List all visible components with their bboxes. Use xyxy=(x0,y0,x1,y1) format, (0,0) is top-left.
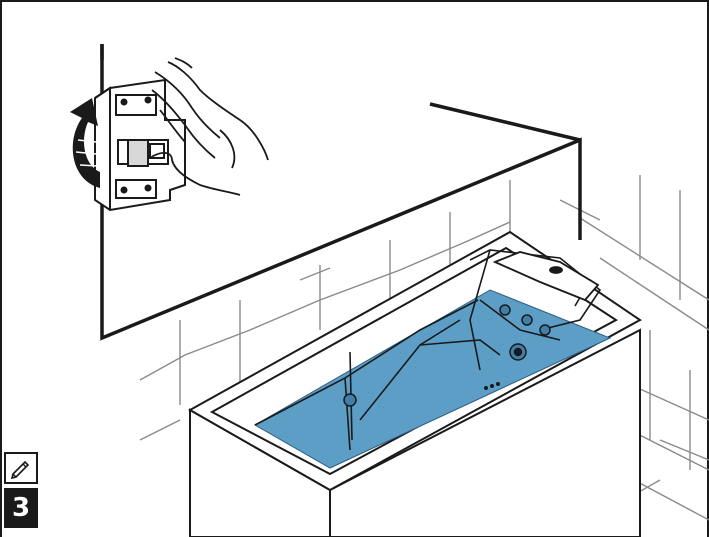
pencil-icon xyxy=(4,452,38,484)
pencil-glyph xyxy=(10,457,32,479)
circuit-breaker-icon xyxy=(95,80,185,210)
step-number: 3 xyxy=(4,488,38,528)
